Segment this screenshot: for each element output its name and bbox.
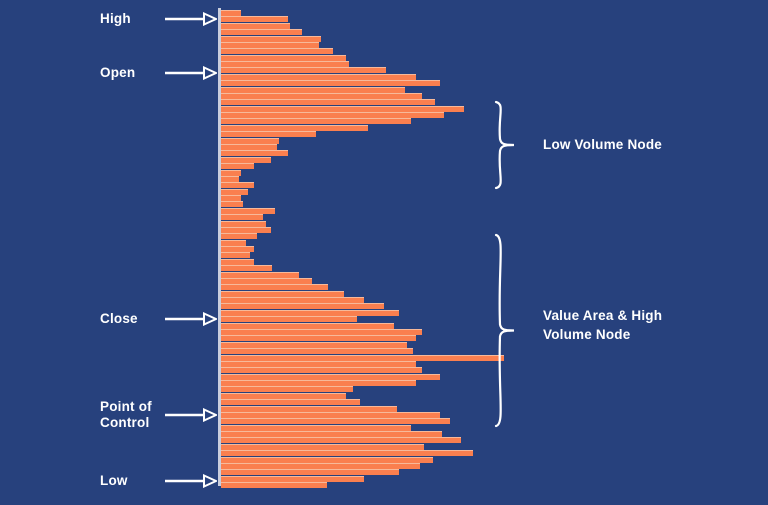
volume-bar <box>221 284 329 291</box>
volume-bar <box>221 367 422 374</box>
volume-bar <box>221 335 417 342</box>
volume-bar <box>221 124 369 131</box>
volume-bar <box>221 220 266 227</box>
volume-bar <box>221 348 413 355</box>
price-label-low: Low <box>100 473 128 488</box>
volume-bar <box>221 201 244 208</box>
volume-bar <box>221 163 255 170</box>
curly-brace-icon <box>492 100 518 190</box>
volume-bar <box>221 182 255 189</box>
volume-bar <box>221 22 291 29</box>
volume-bar <box>221 92 422 99</box>
volume-bar <box>221 354 505 361</box>
volume-bar <box>221 29 303 36</box>
arrow-right-icon <box>165 65 219 81</box>
volume-bar <box>221 35 322 42</box>
volume-bar <box>221 475 364 482</box>
volume-bar <box>221 207 275 214</box>
volume-bar <box>221 411 440 418</box>
volume-bar <box>221 239 246 246</box>
arrow-right-icon <box>165 11 219 27</box>
annotation-label-low-volume-node: Low Volume Node <box>543 137 663 152</box>
volume-bar <box>221 73 417 80</box>
volume-bar <box>221 265 273 272</box>
volume-bar <box>221 297 364 304</box>
volume-bar <box>221 456 433 463</box>
volume-bar <box>221 67 387 74</box>
volume-bar <box>221 137 279 144</box>
volume-profile-histogram <box>218 10 508 489</box>
volume-bar <box>221 258 255 265</box>
volume-bar <box>221 99 436 106</box>
volume-bar <box>221 469 400 476</box>
volume-bar <box>221 424 411 431</box>
volume-bar <box>221 405 398 412</box>
volume-bar <box>221 437 461 444</box>
volume-bar <box>221 105 465 112</box>
volume-bar <box>221 175 239 182</box>
volume-bar <box>221 373 440 380</box>
volume-bar <box>221 54 346 61</box>
volume-bar <box>221 156 272 163</box>
volume-bar <box>221 418 450 425</box>
volume-bar <box>221 112 445 119</box>
volume-bar <box>221 16 288 23</box>
volume-bar <box>221 143 277 150</box>
price-label-close: Close <box>100 311 138 326</box>
volume-bar <box>221 226 272 233</box>
arrow-right-icon <box>165 473 219 489</box>
volume-bar <box>221 309 400 316</box>
curly-brace-icon <box>492 233 518 428</box>
volume-bar <box>221 322 394 329</box>
volume-bar <box>221 431 442 438</box>
volume-bar <box>221 48 333 55</box>
volume-bar <box>221 290 344 297</box>
volume-bar <box>221 252 250 259</box>
volume-bar <box>221 61 350 68</box>
price-axis-line <box>218 8 221 486</box>
volume-bar <box>221 277 313 284</box>
volume-bar <box>221 386 353 393</box>
volume-bar <box>221 214 264 221</box>
price-label-high: High <box>100 11 131 26</box>
volume-bar <box>221 482 327 489</box>
volume-bar <box>221 380 417 387</box>
volume-bar <box>221 392 346 399</box>
volume-bar <box>221 150 288 157</box>
volume-bar <box>221 80 440 87</box>
volume-bar <box>221 360 417 367</box>
volume-bar <box>221 195 242 202</box>
arrow-right-icon <box>165 311 219 327</box>
volume-bar <box>221 329 422 335</box>
volume-bar <box>221 316 358 323</box>
volume-bar <box>221 303 384 310</box>
volume-bar <box>221 118 411 125</box>
arrow-right-icon <box>165 407 219 423</box>
volume-bar <box>221 341 408 348</box>
price-label-point-of: Point of Control <box>100 399 152 430</box>
volume-bar <box>221 246 255 253</box>
volume-bar <box>221 233 257 240</box>
volume-bar <box>221 131 316 138</box>
annotation-label-value-area-high: Value Area & High Volume Node <box>543 308 663 342</box>
volume-bar <box>221 443 424 450</box>
volume-bar <box>221 10 242 16</box>
volume-bar <box>221 188 248 195</box>
volume-bar <box>221 41 320 48</box>
volume-bar <box>221 450 474 457</box>
volume-bar <box>221 169 242 176</box>
volume-bar <box>221 399 361 406</box>
volume-bar <box>221 271 300 278</box>
volume-bar <box>221 462 420 469</box>
volume-bar <box>221 86 406 93</box>
price-label-open: Open <box>100 65 136 80</box>
